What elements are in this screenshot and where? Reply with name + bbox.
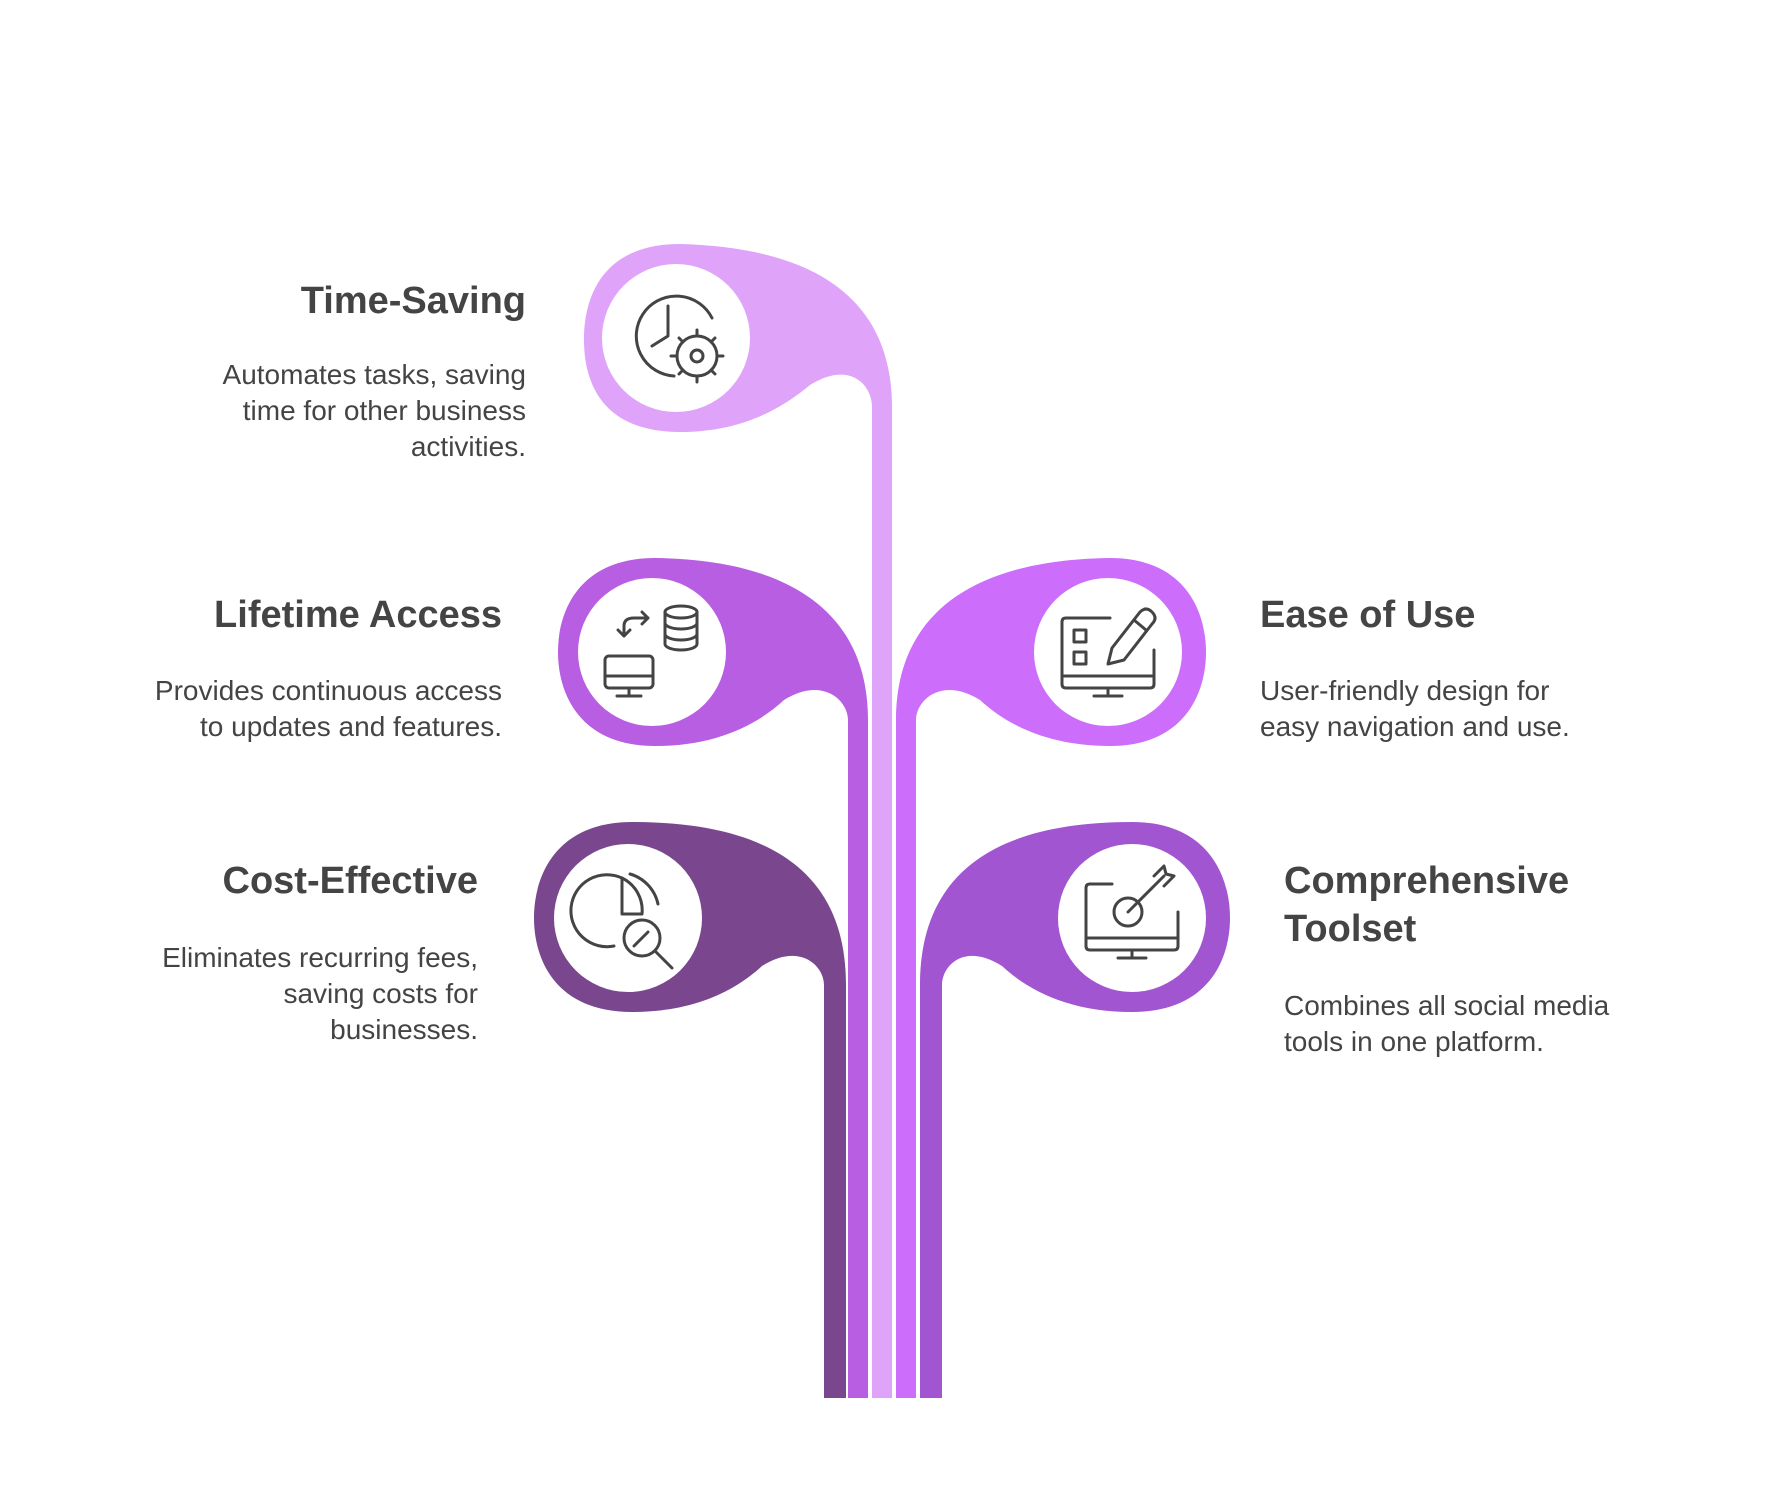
description-line: to updates and features.	[200, 711, 502, 742]
stem-comprehensive-toolset	[920, 985, 942, 1398]
title-cost-effective: Cost-Effective	[222, 860, 479, 902]
description-line: saving costs for	[283, 978, 478, 1009]
icon-circle-ease-of-use	[1034, 578, 1182, 726]
monitor-target-icon	[1084, 864, 1180, 960]
description-line: Provides continuous access	[154, 675, 502, 706]
database-sync-icon	[603, 604, 699, 698]
title-line: Comprehensive	[1284, 860, 1570, 902]
stem-lifetime-access	[848, 720, 868, 1398]
title-ease-of-use: Ease of Use	[1260, 594, 1476, 636]
description-line: tools in one platform.	[1284, 1026, 1544, 1057]
description-line: activities.	[410, 431, 526, 462]
icon-circle-lifetime-access	[578, 578, 726, 726]
title-line: Toolset	[1284, 908, 1417, 950]
icon-circle-comprehensive-toolset	[1058, 844, 1206, 992]
description-ease-of-use: User-friendly design for easy navigation…	[1260, 673, 1680, 745]
description-time-saving: Automates tasks, saving time for other b…	[150, 357, 526, 465]
description-lifetime-access: Provides continuous access to updates an…	[100, 673, 502, 745]
chart-search-icon	[569, 872, 674, 970]
description-line: time for other business	[242, 395, 526, 426]
label-ease-of-use: Ease of Use User-friendly design for eas…	[1260, 591, 1680, 745]
stem-ease-of-use	[896, 720, 916, 1398]
title-lifetime-access: Lifetime Access	[214, 594, 502, 636]
stem-time-saving	[872, 407, 892, 1398]
description-cost-effective: Eliminates recurring fees, saving costs …	[100, 940, 478, 1048]
description-line: Automates tasks, saving	[222, 359, 526, 390]
title-comprehensive-toolset: Comprehensive Toolset	[1284, 857, 1704, 953]
monitor-edit-icon	[1060, 607, 1157, 698]
icon-circle-time-saving	[602, 264, 750, 412]
label-comprehensive-toolset: Comprehensive Toolset Combines all socia…	[1284, 857, 1704, 1060]
description-line: easy navigation and use.	[1260, 711, 1570, 742]
title-time-saving: Time-Saving	[300, 280, 526, 322]
description-line: businesses.	[330, 1014, 478, 1045]
label-time-saving: Time-Saving Automates tasks, saving time…	[150, 277, 526, 465]
icon-circle-cost-effective	[554, 844, 702, 992]
description-line: User-friendly design for	[1260, 675, 1550, 706]
label-lifetime-access: Lifetime Access Provides continuous acce…	[100, 591, 502, 745]
stem-cost-effective	[824, 985, 846, 1398]
description-comprehensive-toolset: Combines all social media tools in one p…	[1284, 988, 1704, 1060]
description-line: Combines all social media	[1284, 990, 1610, 1021]
description-line: Eliminates recurring fees,	[162, 942, 478, 973]
label-cost-effective: Cost-Effective Eliminates recurring fees…	[100, 857, 478, 1048]
clock-gear-icon	[634, 294, 725, 384]
